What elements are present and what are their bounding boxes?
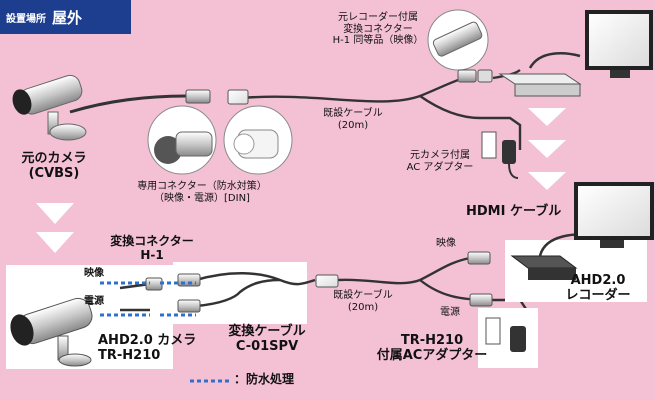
video-right-label: 映像 [436,238,456,249]
old-camera-label-line1: 元のカメラ [21,151,87,166]
old-camera-label-line2: (CVBS) [28,165,80,181]
conv-cable-label: 変換ケーブル C-01SPV [222,324,312,355]
din-socket-top [227,89,249,105]
monitor-top [585,10,653,78]
existing-cable-bottom-plug [315,274,339,288]
waterproof-marks [100,281,232,383]
bnc-connector-bottom [467,251,491,265]
conv-cable-power-plug [177,299,201,313]
conv-conn-line1: 変換コネクター [110,234,194,248]
din-cable-top [69,94,187,114]
existing-cable-bottom-label: 既設ケーブル (20m) [328,290,398,313]
ahd-camera-line2: TR-H210 [98,347,161,363]
hdmi-cable-label: HDMI ケーブル [466,204,562,219]
ahd-recorder-line1: AHD2.0 [570,273,626,288]
existing-cable-top-line2: (20m) [337,119,369,131]
recorder-conn-zoom [427,9,489,71]
power-right-label: 電源 [440,307,460,318]
existing-cable-top-line1: 既設ケーブル [323,108,383,119]
recorder-monitor-cable-top [528,52,581,69]
recorder-conn-label: 元レコーダー付属 変換コネクター H-1 同等品（映像） [330,12,426,47]
ahd-recorder-label: AHD2.0 レコーダー [552,273,644,304]
tr-adapter-label: TR-H210 付属ACアダプター [372,333,492,364]
video-left-label: 映像 [84,268,104,279]
power-left-label: 電源 [84,296,104,307]
ahd-recorder [510,255,578,280]
legend-waterproof: ：防水処理 [234,372,295,386]
recorder-conn-line3: H-1 同等品（映像） [332,35,424,46]
existing-cable-top-label: 既設ケーブル (20m) [318,108,388,131]
conv-conn-label: 変換コネクター H-1 [96,234,208,263]
bnc-adapter-top [477,69,493,83]
existing-cable-bottom-line1: 既設ケーブル [333,290,393,301]
bnc-connector-top [457,69,477,83]
conv-conn-line2: H-1 [140,247,164,262]
power-plug-bottom [469,293,493,307]
old-camera-label: 元のカメラ (CVBS) [16,151,92,182]
recorder-conn-line1: 元レコーダー付属 [338,12,418,23]
location-key: 設置場所 [6,13,46,25]
conv-cable-line2: C-01SPV [235,338,299,354]
ahd-camera-line1: AHD2.0 カメラ [98,333,197,348]
old-camera [12,74,87,141]
old-adapter-line1: 元カメラ付属 [410,150,470,161]
ahd-recorder-line2: レコーダー [565,287,631,303]
conv-cable-line1: 変換ケーブル [228,324,306,339]
din-plug-top [185,89,211,104]
existing-cable-bottom-line2: (20m) [347,301,379,313]
ahd-camera [10,297,93,367]
old-recorder [498,73,582,97]
old-adapter-line2: AC アダプター [406,161,474,173]
conv-conn-h1 [145,277,163,291]
din-socket-zoom [223,105,293,175]
tr-ac-adapter [485,317,526,352]
location-value: 屋外 [52,8,83,27]
old-ac-adapter [481,131,519,179]
conv-cable [119,272,316,312]
dedicated-conn-label: 専用コネクター（防水対策） （映像・電源）[DIN] [128,181,276,204]
location-tag: 設置場所 屋外 [0,0,131,34]
recorder-conn-line2: 変換コネクター [343,23,413,35]
dedicated-conn-line1: 専用コネクター（防水対策） [137,181,267,192]
monitor-bottom [574,182,654,248]
din-connector-zoom [147,105,217,175]
ahd-camera-label: AHD2.0 カメラ TR-H210 [98,333,197,364]
tr-adapter-line2: 付属ACアダプター [376,347,488,363]
old-adapter-label: 元カメラ付属 AC アダプター [402,150,478,173]
tr-adapter-line1: TR-H210 [400,333,464,348]
dedicated-conn-line2: （映像・電源）[DIN] [154,192,250,204]
upgrade-arrows [36,108,566,253]
